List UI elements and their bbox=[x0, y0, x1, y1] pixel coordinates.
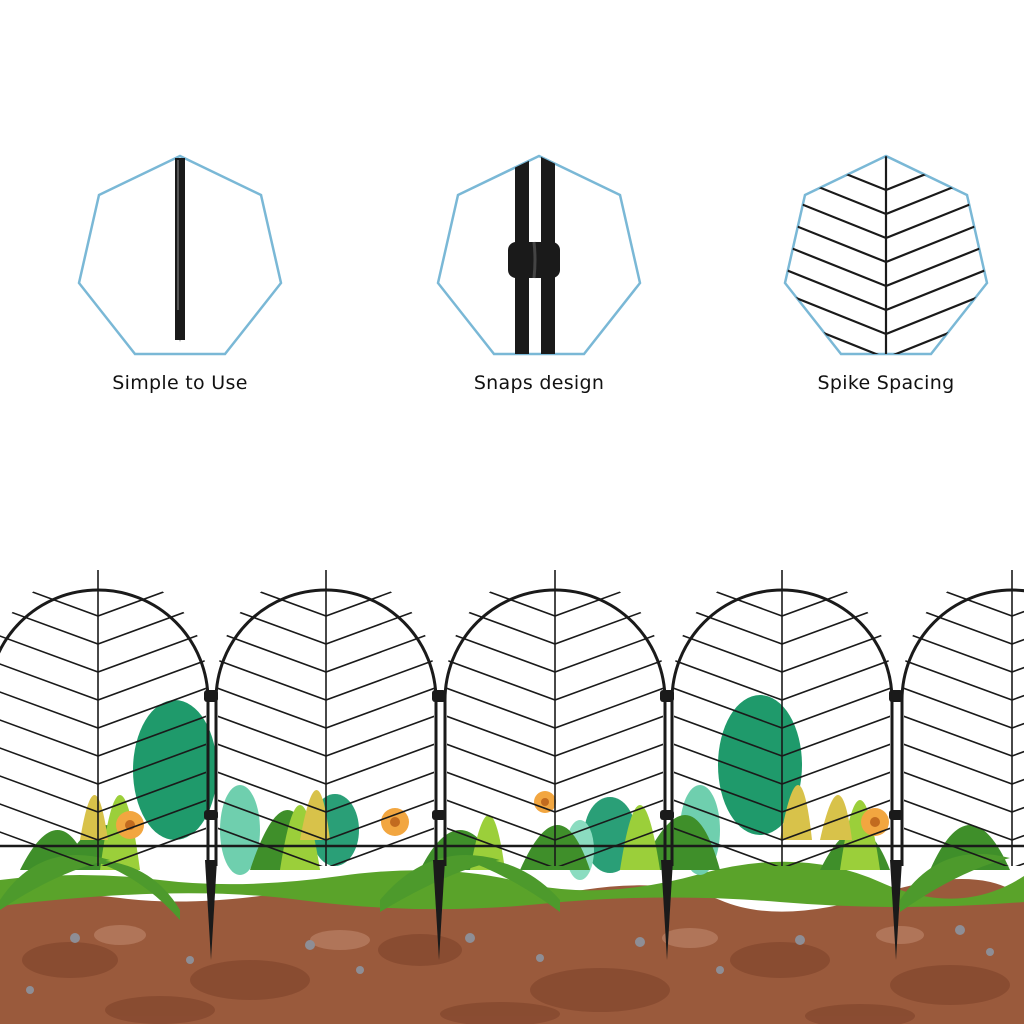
feature-label: Simple to Use bbox=[112, 372, 248, 394]
snap-connector-icon bbox=[436, 154, 642, 356]
cactus-plant bbox=[718, 695, 802, 835]
feature-simple-to-use: Simple to Use bbox=[65, 150, 295, 410]
feature-spike-spacing: Spike Spacing bbox=[771, 150, 1001, 410]
feature-snaps-design: Snaps design bbox=[424, 150, 654, 410]
feature-label: Snaps design bbox=[473, 372, 605, 394]
grass-band bbox=[0, 861, 1024, 910]
cactus-plant bbox=[133, 700, 217, 840]
garden-fence-illustration bbox=[0, 540, 1024, 1024]
fence-posts bbox=[204, 690, 903, 960]
leaf-grid-pattern-icon bbox=[783, 154, 989, 356]
spike-stake-icon bbox=[77, 154, 283, 356]
feature-label: Spike Spacing bbox=[817, 372, 955, 394]
